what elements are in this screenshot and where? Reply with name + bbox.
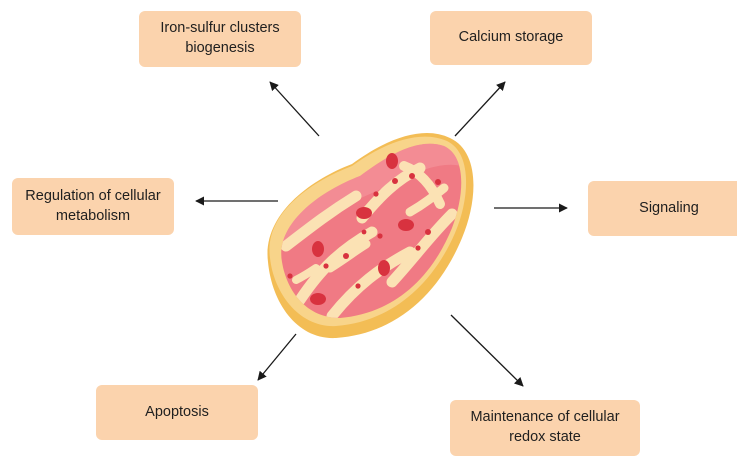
arrow-to-iron-sulfur: [270, 82, 319, 136]
arrow-to-redox: [451, 315, 523, 386]
metabolism-regulation-box: Regulation of cellular metabolism: [12, 178, 174, 235]
apoptosis-box: Apoptosis: [96, 385, 258, 440]
mitochondrion-icon: [267, 133, 473, 338]
arrow-to-apoptosis: [258, 334, 296, 380]
redox-maintenance-box: Maintenance of cellular redox state: [450, 400, 640, 456]
arrow-to-calcium: [455, 82, 505, 136]
signaling-box: Signaling: [588, 181, 737, 236]
calcium-storage-box: Calcium storage: [430, 11, 592, 65]
iron-sulfur-biogenesis-box: Iron-sulfur clusters biogenesis: [139, 11, 301, 67]
